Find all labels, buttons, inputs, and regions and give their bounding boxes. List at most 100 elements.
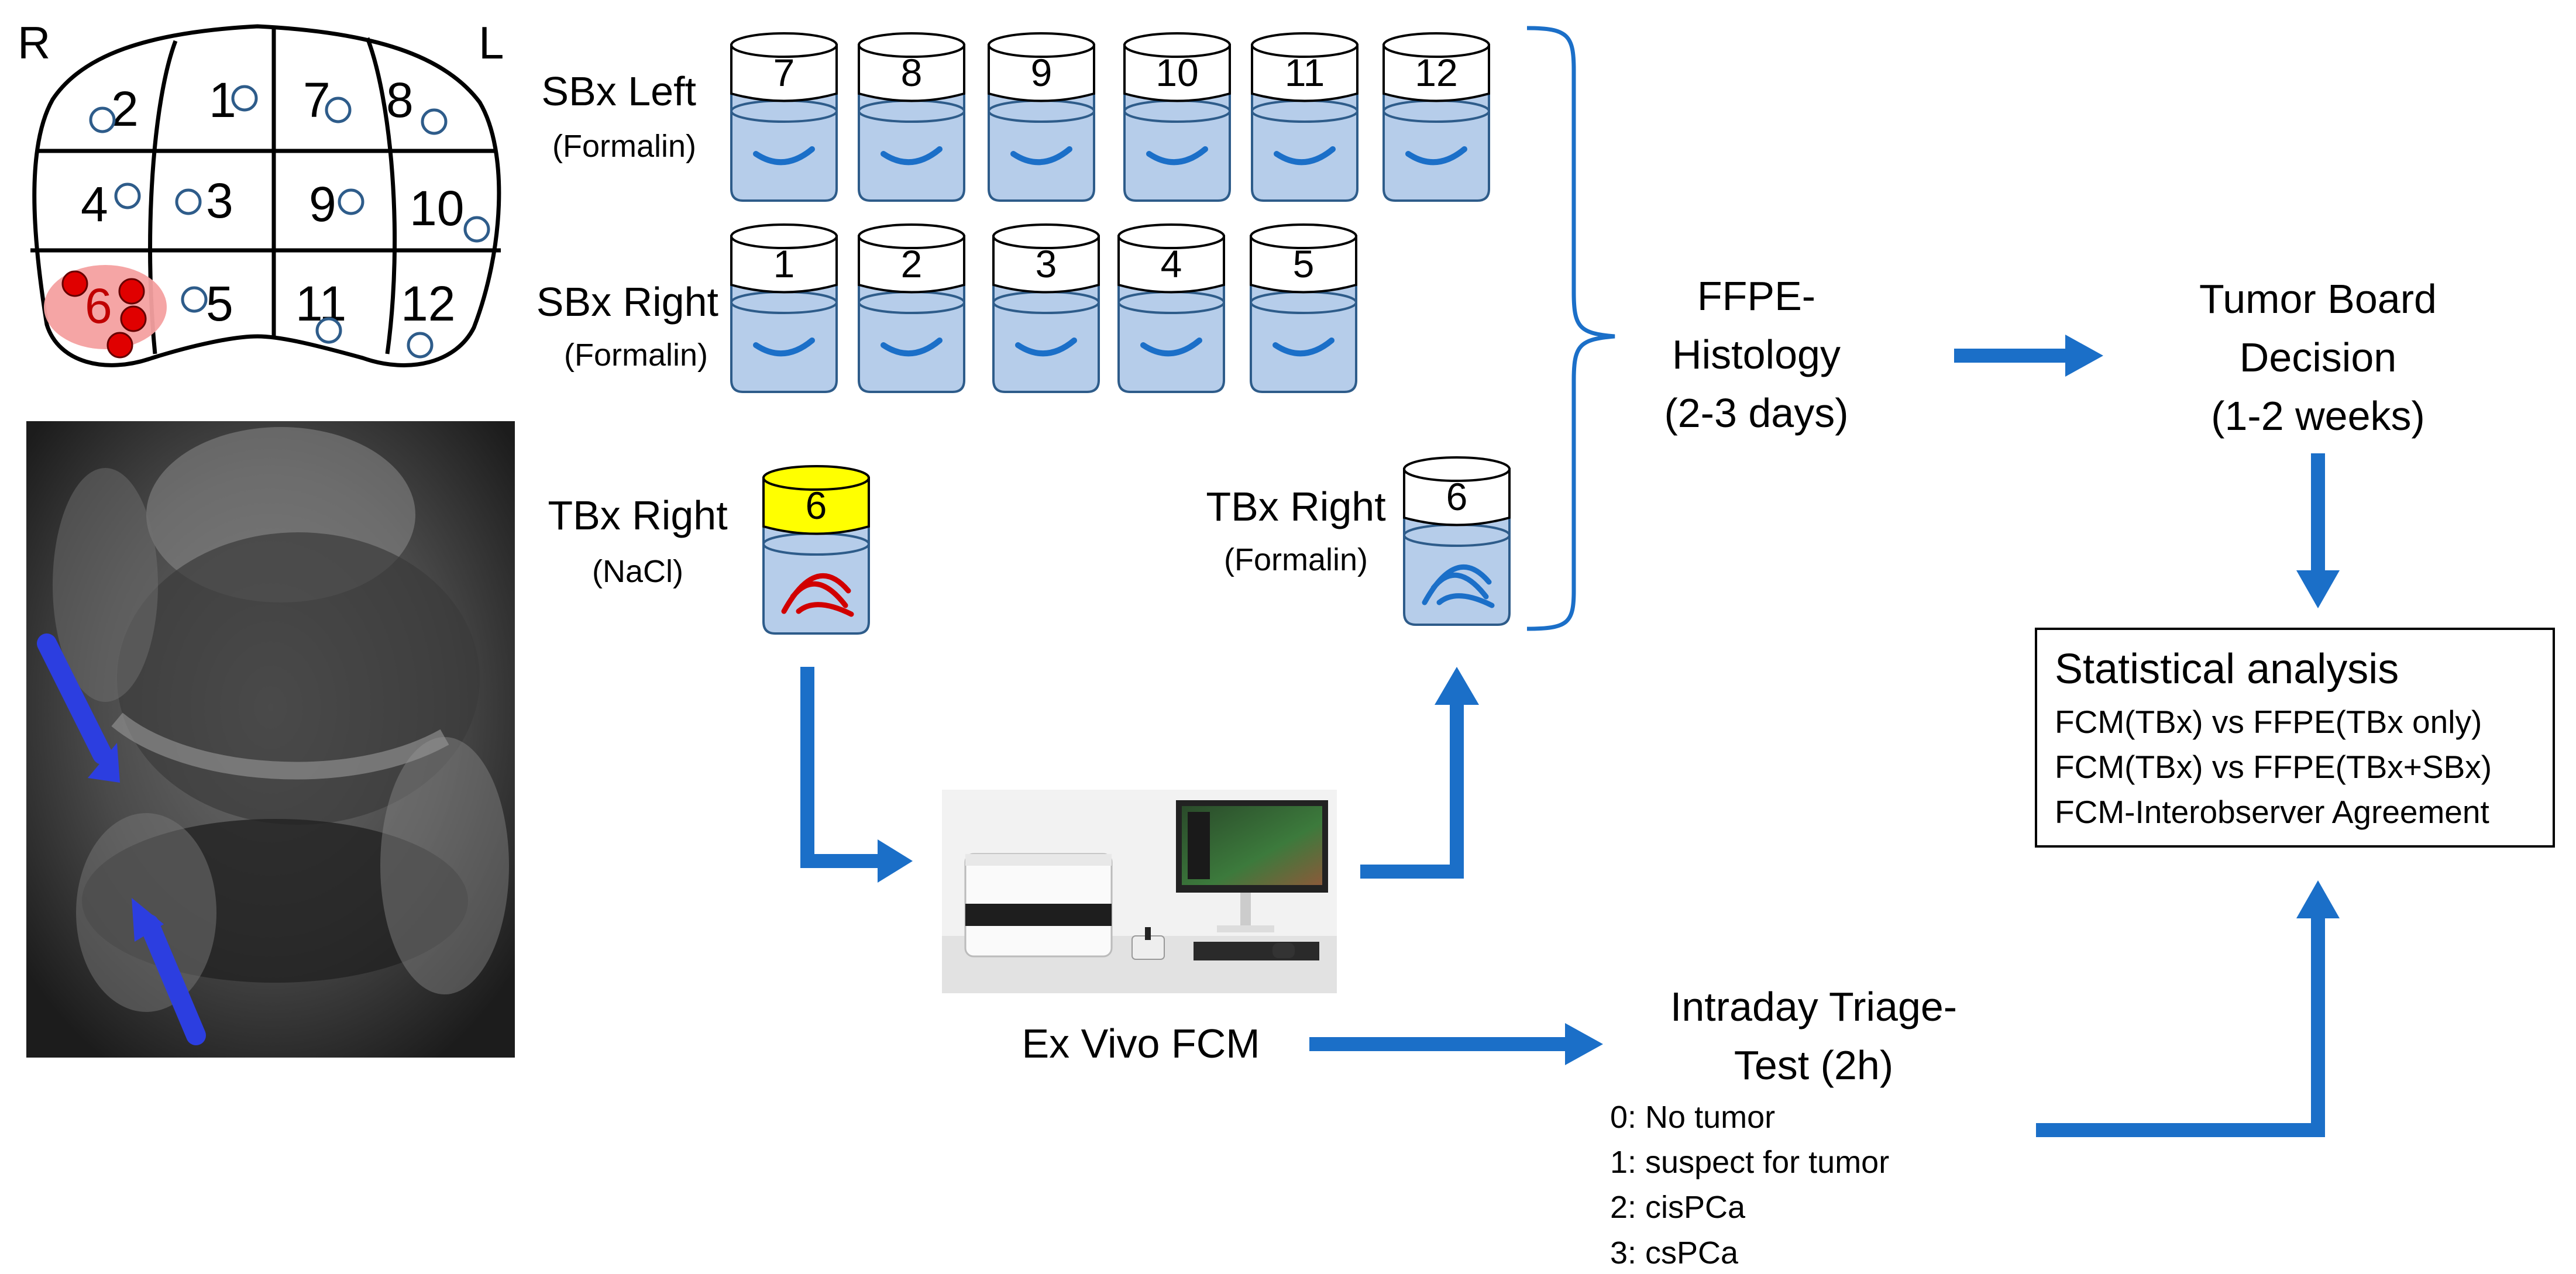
cup-number: 6: [1446, 475, 1468, 518]
cup-body: [1117, 278, 1225, 393]
zone-label: 9: [309, 177, 336, 232]
biopsy-mark: [175, 188, 202, 215]
cup-lid-top: [1123, 32, 1231, 58]
triage-category: 1: suspect for tumor: [1610, 1145, 1889, 1180]
cup-lid-top: [1117, 223, 1225, 249]
mri-image: [26, 421, 515, 1058]
cup-number: 9: [1031, 51, 1053, 94]
tissue-sample: [1015, 338, 1077, 357]
cup-lid: [1250, 235, 1357, 294]
grouping-brace: [1526, 26, 1615, 631]
sbx-left-medium: (Formalin): [552, 129, 696, 164]
triage-line: Test (2h): [1734, 1042, 1893, 1088]
zone-label: 8: [386, 73, 414, 128]
tissue-sample: [1010, 146, 1072, 166]
triage-category: 2: cisPCa: [1610, 1190, 1746, 1225]
zone-label: 2: [111, 81, 139, 136]
cup-body: [858, 278, 965, 393]
tissue-sample: [1140, 338, 1202, 357]
cup-lid-top: [1382, 32, 1490, 58]
statistics-line: FCM-Interobserver Agreement: [2055, 794, 2489, 830]
side-right-label: R: [18, 17, 50, 68]
target-mark: [120, 305, 147, 332]
cup-body: [992, 278, 1100, 393]
cup-body: [1251, 87, 1358, 202]
target-mark: [118, 278, 145, 305]
specimen-cup: 3: [992, 223, 1100, 393]
cup-lid: [1251, 44, 1358, 102]
cup-body: [1382, 87, 1490, 202]
arrow-head: [2296, 570, 2340, 608]
arrow-tbx-to-fcm: [800, 667, 881, 868]
target-mark: [61, 270, 88, 297]
tissue-sample-large: [1422, 564, 1495, 608]
cup-number: 10: [1155, 51, 1198, 94]
side-left-label: L: [479, 17, 504, 68]
cup-number: 3: [1036, 242, 1057, 285]
tissue-sample: [753, 146, 815, 166]
sbx-right-medium: (Formalin): [564, 338, 708, 373]
zone-label: 5: [206, 276, 233, 331]
cup-lid-top: [858, 32, 965, 58]
specimen-cup: 12: [1382, 32, 1490, 202]
target-mark: [106, 332, 133, 359]
cup-lid: [1403, 468, 1511, 526]
biopsy-mark: [231, 85, 258, 112]
arrow-head: [1435, 667, 1479, 705]
cup-lid: [988, 44, 1095, 102]
cup-number: 2: [901, 242, 923, 285]
specimen-cup: 6: [1403, 456, 1511, 626]
cup-body: [730, 87, 838, 202]
specimen-cup: 9: [988, 32, 1095, 202]
cup-number: 8: [901, 51, 923, 94]
specimen-cup: 5: [1250, 223, 1357, 393]
cup-lid: [730, 44, 838, 102]
zone-label: 12: [401, 276, 455, 331]
statistics-title: Statistical analysis: [2055, 646, 2399, 693]
cup-number: 6: [806, 484, 827, 527]
zone-label: 7: [303, 73, 331, 128]
cup-lid: [1117, 235, 1225, 294]
arrow-head: [878, 839, 913, 883]
arrow-head: [2065, 335, 2103, 377]
zone-label: 4: [81, 177, 108, 232]
statistics-line: FCM(TBx) vs FFPE(TBx+SBx): [2055, 749, 2492, 785]
tbx-nacl-medium: (NaCl): [592, 554, 683, 589]
tissue-sample: [881, 146, 943, 166]
ffpe-line: (2-3 days): [1664, 390, 1848, 436]
specimen-cup: 10: [1123, 32, 1231, 202]
cup-lid-top: [762, 465, 870, 491]
cup-lid-top: [730, 223, 838, 249]
cup-lid-top: [858, 223, 965, 249]
statistics-box: [2035, 628, 2555, 848]
biopsy-mark: [114, 183, 141, 209]
cup-body: [988, 87, 1095, 202]
tissue-sample: [1272, 338, 1335, 357]
cup-lid-top: [992, 223, 1100, 249]
triage-category: 3: csPCa: [1610, 1235, 1739, 1270]
cup-lid: [858, 235, 965, 294]
cup-lid-top: [988, 32, 1095, 58]
zone-label: 3: [206, 173, 233, 228]
arrow-head: [1565, 1023, 1603, 1065]
specimen-cup: 11: [1251, 32, 1358, 202]
zone-label: 10: [410, 181, 464, 236]
cup-number: 11: [1285, 51, 1325, 94]
biopsy-mark: [421, 108, 448, 135]
cup-number: 12: [1415, 51, 1457, 94]
biopsy-mark: [181, 286, 208, 313]
arrow-fcm-to-formalin: [1360, 702, 1464, 879]
cup-lid-top: [1250, 223, 1357, 249]
mri-arrow-head: [88, 743, 120, 783]
tbx-formalin-title: TBx Right: [1206, 484, 1385, 529]
tissue-sample: [753, 338, 815, 357]
ffpe-line: FFPE-: [1697, 273, 1815, 319]
mri-arrow-head: [132, 898, 164, 942]
cup-number: 7: [773, 51, 795, 94]
tissue-sample: [1274, 146, 1336, 166]
triage-line: Intraday Triage-: [1670, 984, 1957, 1029]
cup-lid-top: [1251, 32, 1358, 58]
cup-body: [730, 278, 838, 393]
zone-label: 6: [85, 278, 112, 333]
